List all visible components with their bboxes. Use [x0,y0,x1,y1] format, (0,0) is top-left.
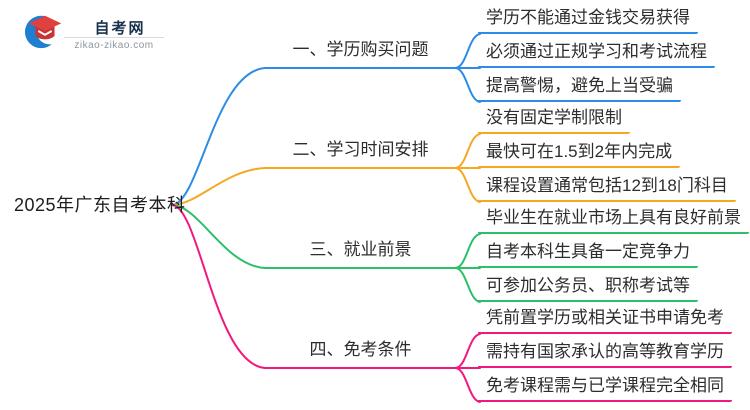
branch-1-connector [172,67,456,206]
branch-4-label: 四、免考条件 [309,340,412,359]
site-logo: 自考网 zikao-zikao.com [24,10,164,54]
branch-4-leaf-1: 凭前置学历或相关证书申请免考 [478,305,732,334]
branch-4-leaf-3-connector [454,367,481,403]
branch-2-label: 二、学习时间安排 [292,140,429,159]
branch-4-leaf-2: 需持有国家承认的高等教育学历 [478,339,732,368]
branch-3-leaf-3-connector [454,267,481,303]
branch-3-leaf-1: 毕业生在就业市场上具有良好前景 [478,205,749,234]
branch-1-leaf-1-connector [454,33,481,69]
branch-3-leaf-3: 可参加公务员、职称考试等 [478,273,698,302]
branch-1-leaf-3: 提高警惕，避免上当受骗 [478,73,681,102]
branch-1-leaf-2: 必须通过正规学习和考试流程 [478,39,715,68]
branch-2-leaf-3: 课程设置通常包括12到18门科目 [478,173,736,202]
branch-1-leaf-1: 学历不能通过金钱交易获得 [478,5,698,34]
branch-3-label: 三、就业前景 [309,240,412,259]
branch-3-leaf-1-connector [454,233,481,269]
logo-title: 自考网 [94,20,146,37]
logo-domain: zikao-zikao.com [74,40,154,51]
logo-divider [64,37,164,38]
graduation-cap-icon [24,15,64,49]
branch-2-leaf-1-connector [454,133,481,169]
branch-2-leaf-2: 最快可在1.5到2年内完成 [478,139,681,168]
branch-4-leaf-1-connector [454,333,481,369]
root-topic: 2025年广东自考本科 [14,195,186,215]
branch-4-connector [172,204,456,369]
branch-1-leaf-3-connector [454,67,481,103]
branch-2-connector [172,167,456,206]
branch-2-leaf-1: 没有固定学制限制 [478,105,630,134]
branch-4-leaf-3: 免考课程需与已学课程完全相同 [478,373,732,402]
branch-3-connector [172,204,456,269]
branch-2-leaf-3-connector [454,167,481,203]
branch-1-label: 一、学历购买问题 [292,40,429,59]
branch-3-leaf-2: 自考本科生具备一定竞争力 [478,239,698,268]
